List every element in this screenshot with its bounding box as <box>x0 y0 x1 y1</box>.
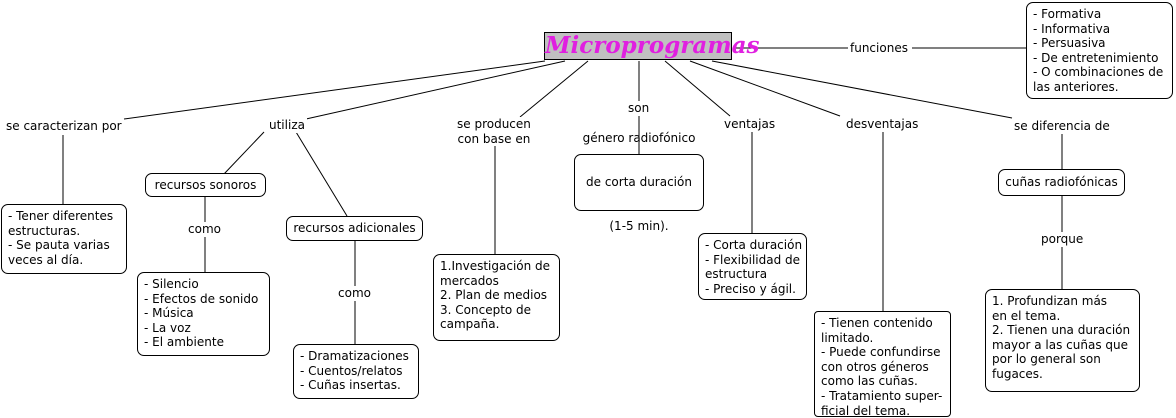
node-recursos-adicionales: recursos adicionales <box>286 216 423 241</box>
node-line: 1.Investigación de <box>440 259 551 273</box>
node-line: cuñas radiofónicas <box>1005 175 1118 190</box>
node-line: - El ambiente <box>144 335 224 350</box>
node-line: - Música <box>144 306 194 321</box>
edge-root-producen <box>519 60 589 118</box>
node-line: 2. Tienen una duración <box>992 323 1131 338</box>
node-line: ficial del tema. <box>821 403 911 418</box>
node-line: como las cuñas. <box>821 374 918 389</box>
node-line: - Persuasiva <box>1033 36 1106 51</box>
node-line: veces al día. <box>8 252 84 267</box>
node-line: de corta duración <box>586 175 692 190</box>
node-line: - Cuñas insertas. <box>300 378 401 393</box>
link-label-diferencia: se diferencia de <box>1012 119 1112 134</box>
node-line: en el tema. <box>992 308 1061 323</box>
edge-root-desventajas <box>689 60 841 117</box>
node-line: - Flexibilidad de <box>705 252 801 267</box>
node-line: - Dramatizaciones <box>300 349 409 363</box>
node-sonoros-lista: - Silencio - Efectos de sonido - Música … <box>137 272 270 356</box>
link-label-utiliza: utiliza <box>267 118 307 133</box>
node-line: - O combinaciones de <box>1033 65 1164 80</box>
node-line: las anteriores. <box>1033 79 1119 94</box>
node-line: estructuras. <box>8 223 81 238</box>
node-line: - Informativa <box>1033 21 1111 36</box>
node-line: 3. Concepto de <box>440 302 532 317</box>
node-line: 2. Plan de medios <box>440 288 548 303</box>
link-label-ventajas: ventajas <box>722 117 778 132</box>
node-line: recursos adicionales <box>293 221 416 236</box>
node-line: limitado. <box>821 330 874 345</box>
node-line: - La voz <box>144 320 191 335</box>
node-line: - Cuentos/relatos <box>300 363 403 378</box>
edge-utiliza-adicionales <box>295 131 348 217</box>
node-base: 1.Investigación de mercados 2. Plan de m… <box>433 254 560 341</box>
edge-root-diferencia <box>711 60 1013 119</box>
link-label-como-sonoros: como <box>186 222 223 237</box>
link-label-funciones: funciones <box>848 41 910 56</box>
node-line: fugaces. <box>992 366 1043 381</box>
node-line: género radiofónico <box>582 131 696 146</box>
edge-root-caracterizan <box>123 60 546 120</box>
edge-root-ventajas <box>664 60 731 117</box>
node-cunas-radiofonicas: cuñas radiofónicas <box>998 169 1125 196</box>
node-recursos-sonoros: recursos sonoros <box>145 173 266 197</box>
node-line: - Silencio <box>144 277 199 291</box>
node-line: campaña. <box>440 317 500 332</box>
node-line: - De entretenimiento <box>1033 50 1159 65</box>
node-ventajas: - Corta duración - Flexibilidad de estru… <box>698 233 807 300</box>
node-line: con otros géneros <box>821 359 929 374</box>
link-label-como-adicionales: como <box>336 286 373 301</box>
link-label-caracterizan: se caracterizan por <box>4 119 124 134</box>
node-line: recursos sonoros <box>154 177 257 192</box>
node-line: estructura <box>705 267 768 282</box>
node-line: - Preciso y ágil. <box>705 281 796 296</box>
node-razones: 1. Profundizan más en el tema. 2. Tienen… <box>985 289 1140 392</box>
edge-root-utiliza <box>305 60 566 120</box>
node-desventajas: - Tienen contenido limitado. - Puede con… <box>814 311 951 418</box>
link-label-desventajas: desventajas <box>844 117 921 132</box>
node-funciones: - Formativa - Informativa - Persuasiva -… <box>1026 2 1173 99</box>
node-line: - Efectos de sonido <box>144 291 259 306</box>
link-label-producen: se producen con base en <box>455 117 533 147</box>
root-title: Microprogramas <box>545 32 760 59</box>
node-line: - Se pauta varias <box>8 238 110 253</box>
edge-utiliza-sonoros <box>223 131 265 175</box>
link-label-porque: porque <box>1039 232 1086 247</box>
node-line: - Puede confundirse <box>821 345 941 360</box>
node-line: mercados <box>440 273 499 288</box>
node-line: - Formativa <box>1033 7 1102 21</box>
node-line: - Corta duración <box>705 238 803 252</box>
node-line: - Tener diferentes <box>8 209 114 223</box>
link-label-son: son <box>626 101 652 116</box>
node-genero: género radiofónico de corta duración (1-… <box>574 131 704 233</box>
node-line: mayor a las cuñas que <box>992 337 1128 352</box>
root-concept: Microprogramas <box>544 32 760 60</box>
node-line: (1-5 min). <box>609 218 669 233</box>
node-line: por lo general son <box>992 352 1101 367</box>
node-line: - Tratamiento super- <box>821 388 943 403</box>
node-adicionales-lista: - Dramatizaciones - Cuentos/relatos - Cu… <box>293 344 419 399</box>
node-line: - Tienen contenido <box>821 316 933 330</box>
node-line: 1. Profundizan más <box>992 294 1108 308</box>
node-caracteristicas: - Tener diferentes estructuras. - Se pau… <box>1 204 127 274</box>
